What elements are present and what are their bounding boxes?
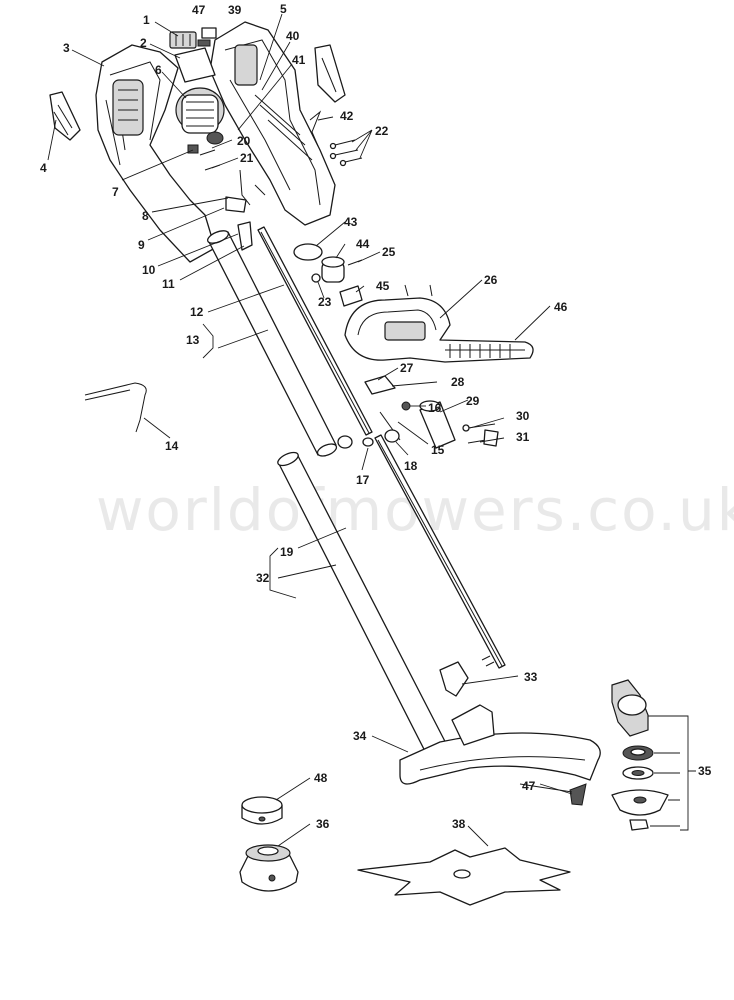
lock-lever <box>237 221 253 251</box>
cup-washer <box>611 789 669 816</box>
knob-31 <box>467 429 499 447</box>
part-labels: 1 2 3 4 5 6 7 8 9 10 11 12 13 14 15 16 1… <box>40 2 712 831</box>
label-44: 44 <box>356 237 370 251</box>
label-14: 14 <box>165 439 179 453</box>
label-35: 35 <box>698 764 712 778</box>
label-29: 29 <box>466 394 480 408</box>
label-17: 17 <box>356 473 370 487</box>
label-5: 5 <box>280 2 287 16</box>
label-45: 45 <box>376 279 390 293</box>
label-12: 12 <box>190 305 204 319</box>
wire-clip <box>309 110 322 147</box>
label-33: 33 <box>524 670 538 684</box>
label-26: 26 <box>484 273 498 287</box>
screws-20-21 <box>199 149 221 171</box>
leader-lines <box>47 13 696 847</box>
washer-top <box>622 745 654 761</box>
guard-plate <box>569 783 587 806</box>
label-1: 1 <box>143 13 150 27</box>
label-11: 11 <box>162 277 175 291</box>
label-40: 40 <box>286 29 300 43</box>
label-4: 4 <box>40 161 47 175</box>
label-18: 18 <box>404 459 418 473</box>
top-cover <box>174 47 216 83</box>
blade-guard <box>399 704 601 785</box>
bushing-18 <box>384 429 400 443</box>
nut-16 <box>401 401 411 411</box>
label-41: 41 <box>292 53 306 67</box>
label-36: 36 <box>316 817 330 831</box>
label-48: 48 <box>314 771 328 785</box>
small-pad-39 <box>201 27 217 39</box>
switch-part <box>187 144 199 154</box>
blade-nut <box>629 819 649 831</box>
label-3: 3 <box>63 41 70 55</box>
screws-22 <box>329 139 363 167</box>
trigger <box>225 196 247 213</box>
label-47-guard: 47 <box>522 779 536 793</box>
label-27: 27 <box>400 361 414 375</box>
label-25: 25 <box>382 245 396 259</box>
handle-clamp <box>364 375 396 395</box>
washer-middle <box>622 766 654 780</box>
label-2: 2 <box>140 36 147 50</box>
label-9: 9 <box>138 238 145 252</box>
shaft-end-clip <box>481 655 495 667</box>
bolt-30 <box>462 423 496 432</box>
trigger-spring <box>239 169 266 206</box>
clamp-ring-43 <box>293 243 323 261</box>
lower-drive-shaft <box>374 434 506 669</box>
label-20: 20 <box>237 134 251 148</box>
bushing-45 <box>339 285 363 307</box>
cutting-blade <box>357 847 571 906</box>
label-6: 6 <box>155 63 162 77</box>
upper-drive-shaft <box>257 226 373 436</box>
label-10: 10 <box>142 263 156 277</box>
bushing-44 <box>321 256 345 283</box>
right-end-cover <box>314 44 346 103</box>
label-30: 30 <box>516 409 530 423</box>
spacer-48 <box>241 796 283 825</box>
tube-plug <box>337 435 353 449</box>
label-43: 43 <box>344 215 358 229</box>
label-31: 31 <box>516 430 530 444</box>
label-21: 21 <box>240 151 254 165</box>
label-32: 32 <box>256 571 270 585</box>
nut-23 <box>311 273 321 283</box>
label-7: 7 <box>112 185 119 199</box>
label-28: 28 <box>451 375 465 389</box>
label-19: 19 <box>280 545 294 559</box>
harness-strap <box>84 382 147 433</box>
motor-housing-left <box>95 44 216 263</box>
front-handle <box>344 284 534 363</box>
label-15: 15 <box>431 443 445 457</box>
gear-head <box>611 679 649 737</box>
label-16: 16 <box>428 401 442 415</box>
coupling-29 <box>419 400 456 449</box>
upper-tube <box>206 230 338 457</box>
label-22: 22 <box>375 124 389 138</box>
label-23: 23 <box>318 295 332 309</box>
trimmer-head <box>239 844 299 892</box>
washer-17 <box>362 437 374 447</box>
label-13: 13 <box>186 333 200 347</box>
label-38: 38 <box>452 817 466 831</box>
label-46: 46 <box>554 300 568 314</box>
label-42: 42 <box>340 109 354 123</box>
left-end-cover <box>49 91 81 141</box>
label-8: 8 <box>142 209 149 223</box>
label-34: 34 <box>353 729 367 743</box>
battery-terminal <box>169 31 197 49</box>
motor-housing-right <box>209 21 336 226</box>
label-47-top: 47 <box>192 3 206 17</box>
label-39: 39 <box>228 3 242 17</box>
motor <box>175 87 225 145</box>
tube-bracket <box>439 661 469 697</box>
small-pad-47 <box>197 39 211 47</box>
